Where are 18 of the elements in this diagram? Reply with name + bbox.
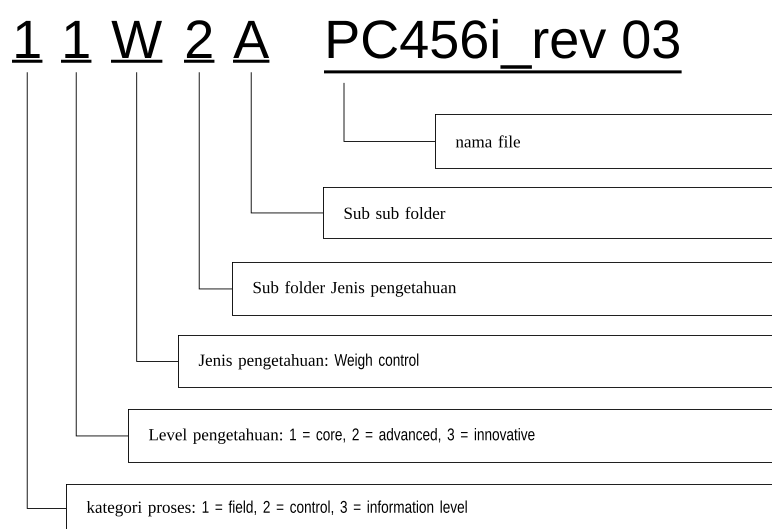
label-box: Sub folder Jenis pengetahuan	[232, 262, 772, 316]
leader-line	[250, 72, 324, 214]
label-box: nama file	[435, 114, 772, 169]
label-box: Sub sub folder	[323, 187, 772, 239]
label-box: Level pengetahuan: 1 = core, 2 = advanced, 3 = innovative	[128, 409, 772, 463]
leader-line	[26, 72, 66, 509]
label-box: kategori proses: 1 = field, 2 = control, 3 = information level	[66, 484, 772, 529]
leader-line	[198, 72, 232, 290]
code-character: 2	[184, 20, 214, 63]
code-character: 1	[61, 20, 92, 63]
label-box: Jenis pengetahuan: Weigh control	[178, 335, 772, 388]
leader-line	[344, 82, 436, 142]
code-character: A	[233, 20, 270, 63]
code-character: 1	[12, 20, 42, 63]
leader-line	[136, 72, 178, 362]
code-character: W	[111, 20, 162, 63]
code-character: PC456i_rev 03	[324, 18, 682, 74]
leader-line	[76, 72, 128, 436]
